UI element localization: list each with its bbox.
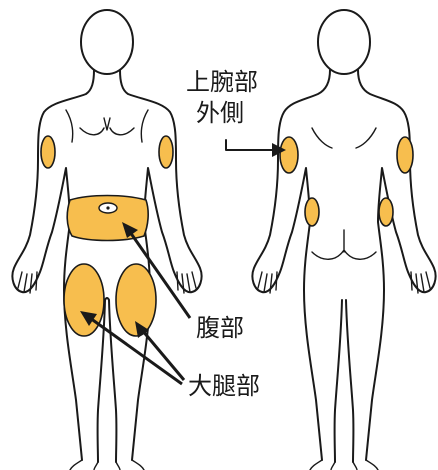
front-head [81, 10, 133, 74]
back-injection-sites [280, 137, 413, 226]
thigh-label: 大腿部 [188, 374, 260, 398]
front-right-upper-arm-site [159, 136, 173, 168]
back-buttocks-lines [312, 230, 376, 259]
upper-arm-label-line1: 上腕部 [186, 70, 258, 94]
back-body-figure [252, 10, 435, 470]
upper-arm-arrow-icon [226, 140, 276, 150]
back-inner-legs [335, 300, 354, 462]
back-left-hip-site [305, 198, 319, 226]
back-left-upper-arm-site [280, 137, 298, 173]
back-shoulder-blades [312, 128, 376, 148]
abdomen-label: 腹部 [196, 316, 244, 340]
abdomen-site [67, 196, 148, 241]
back-right-hip-site [379, 198, 393, 226]
front-left-upper-arm-site [41, 136, 55, 168]
front-feet [70, 460, 144, 470]
back-body-outline [252, 70, 435, 460]
upper-arm-label-line2: 外側 [196, 101, 244, 125]
front-injection-sites [41, 136, 173, 336]
back-feet [310, 460, 378, 470]
navel-dot [106, 206, 109, 209]
front-chest-lines [66, 110, 148, 142]
back-head [318, 10, 370, 74]
back-right-upper-arm-site [397, 137, 413, 173]
right-thigh-arrow-line [142, 330, 184, 380]
